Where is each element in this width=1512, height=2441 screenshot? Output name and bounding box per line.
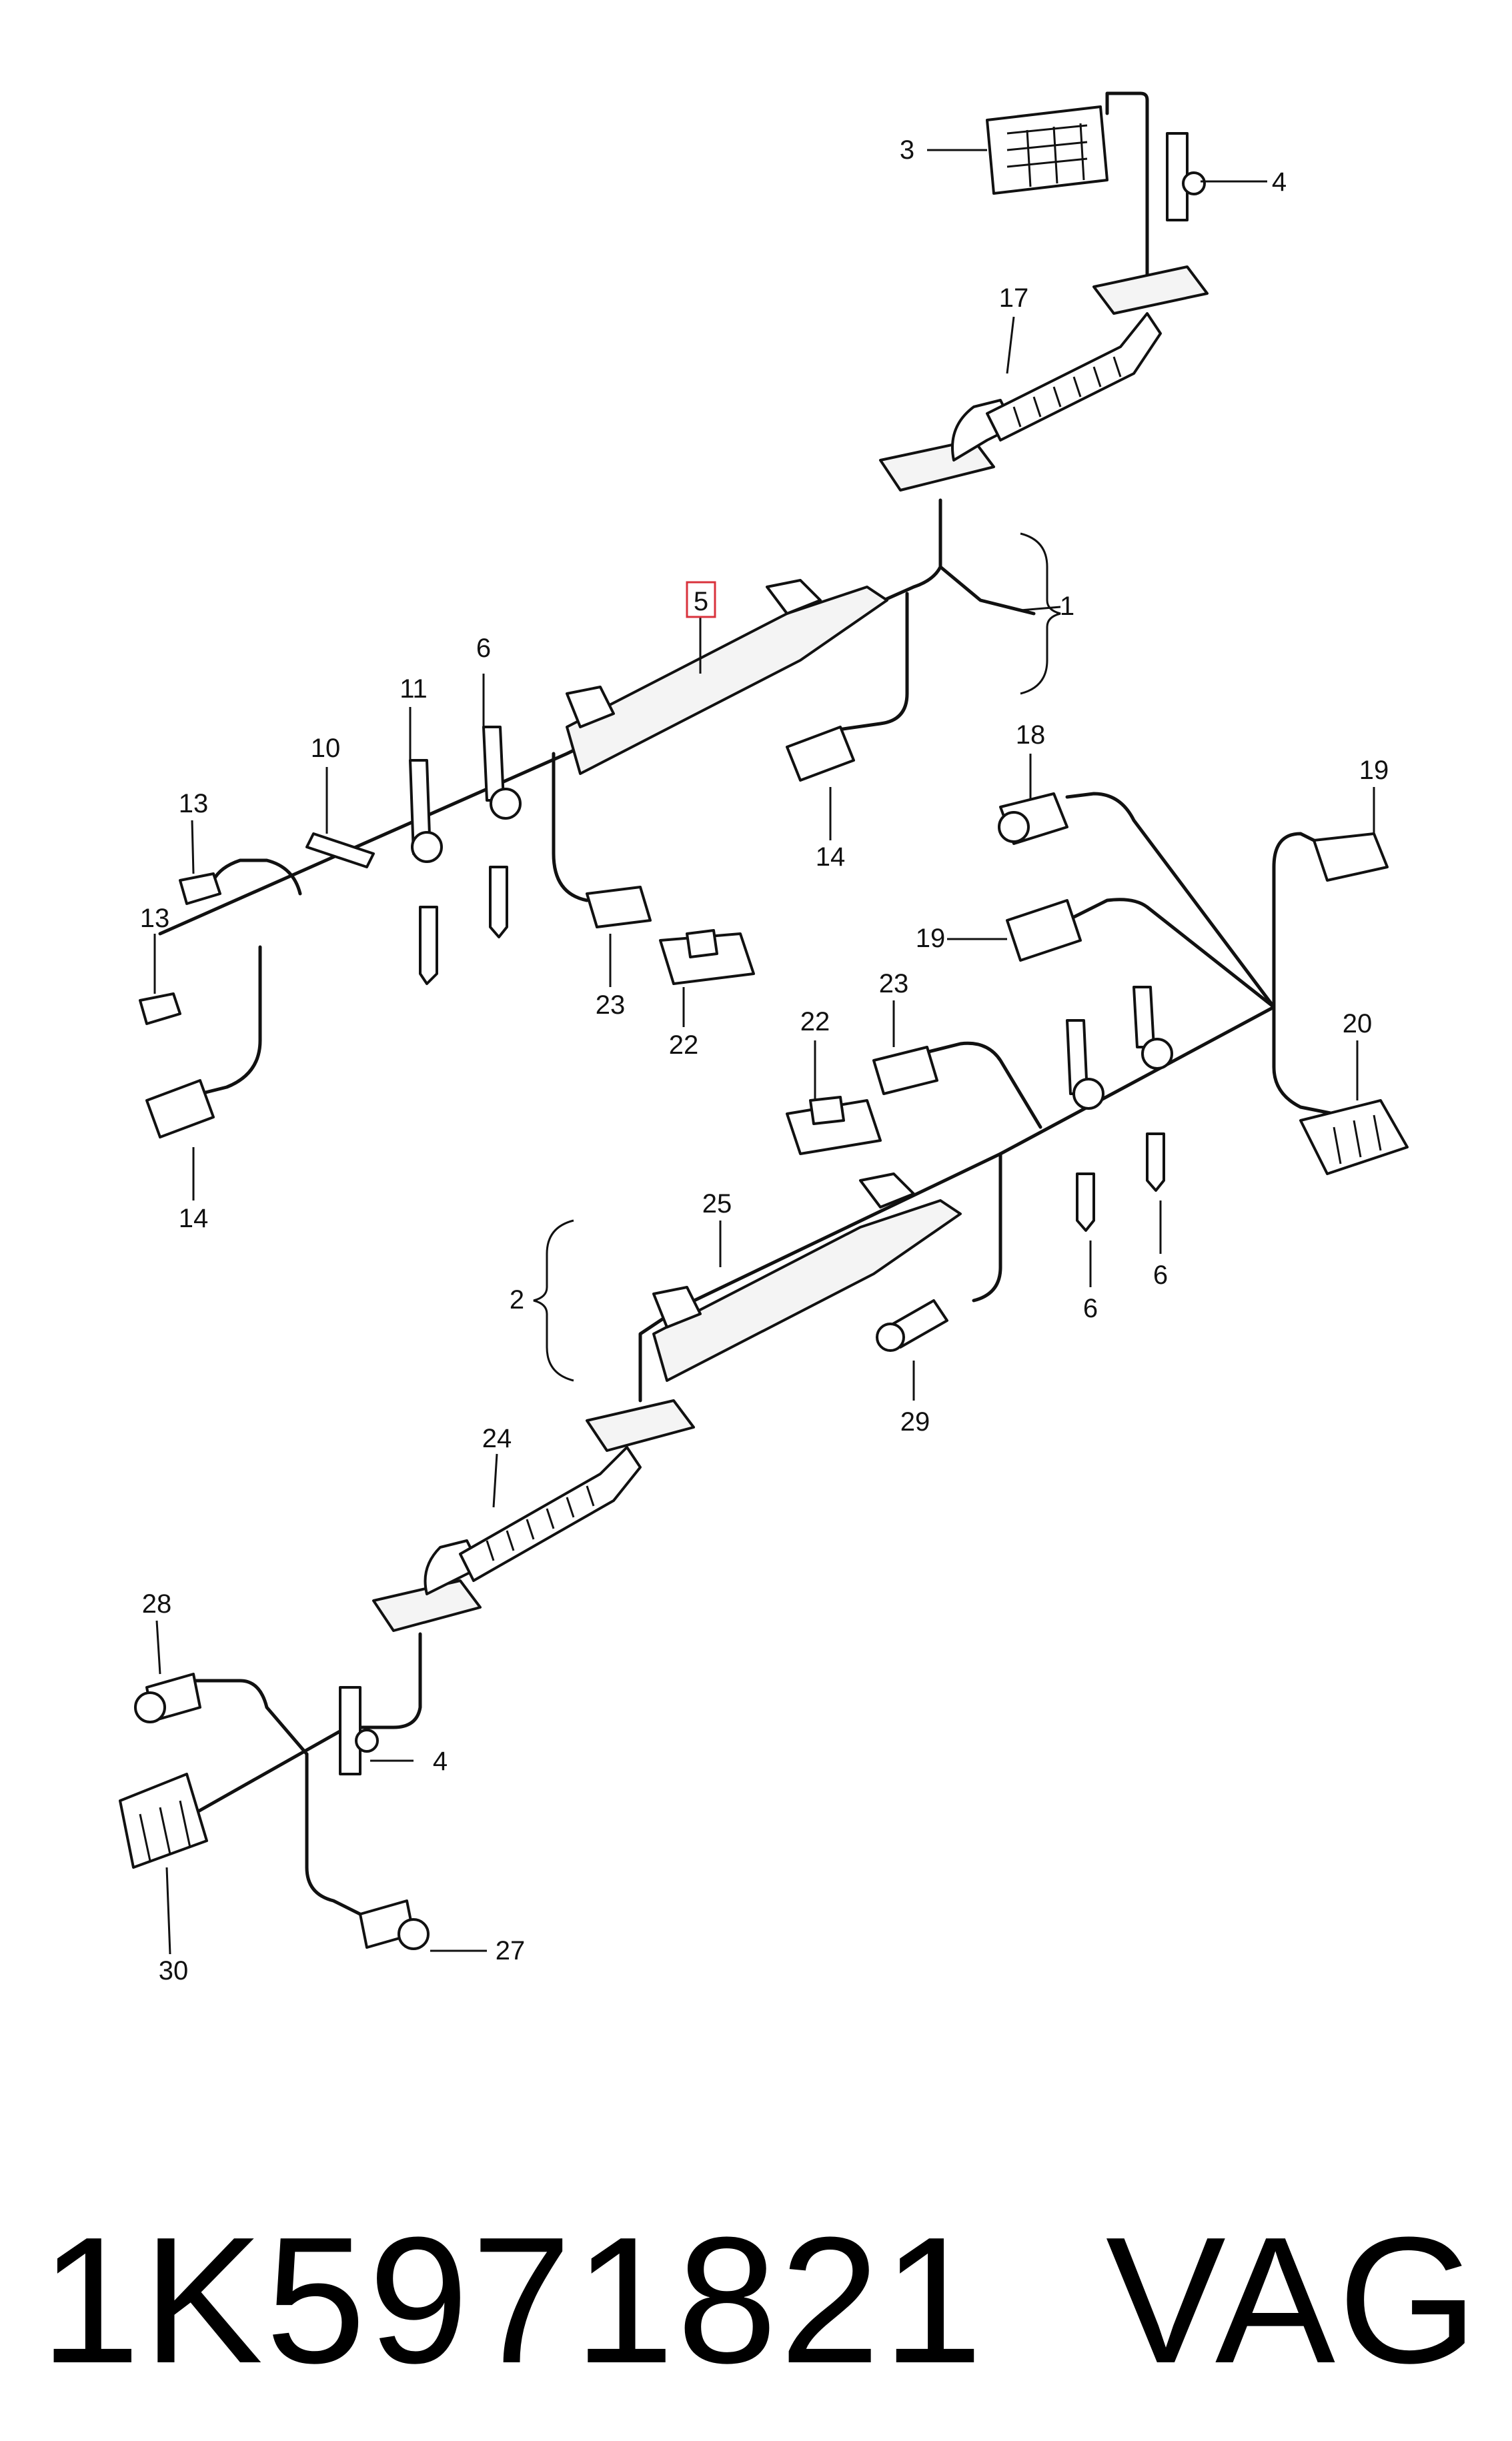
connector-19-right (1313, 832, 1389, 882)
callout-labels: 3 4 17 5 1 6 11 10 13 13 14 14 23 22 18 … (140, 135, 1389, 1985)
callout-10: 10 (311, 734, 341, 763)
cable-tie-6-upper (482, 726, 522, 938)
callout-28: 28 (142, 1589, 172, 1619)
callout-13-top: 13 (179, 789, 209, 818)
wiring-harness-diagram: 3 4 17 5 1 6 11 10 13 13 14 14 23 22 18 … (119, 91, 1409, 1985)
callout-5: 5 (694, 587, 708, 616)
callout-23-upper: 23 (596, 990, 626, 1020)
connector-23-upper (586, 886, 652, 928)
callout-27: 27 (496, 1936, 526, 1965)
lower-trunk-to-30 (191, 1632, 422, 1816)
callout-13-bottom: 13 (140, 904, 170, 933)
footer: 1K5971821 VAG (40, 2201, 1481, 2401)
lower-branch-18 (1065, 792, 1276, 1009)
bracket-1 (1020, 532, 1061, 695)
callout-14-left: 14 (179, 1204, 209, 1233)
connector-19-left (1006, 899, 1082, 962)
callout-17: 17 (999, 283, 1029, 313)
callout-6-lower-right: 6 (1153, 1261, 1168, 1290)
cable-tie-11 (409, 759, 443, 985)
clip-4-upper (1166, 132, 1206, 221)
connector-18 (998, 792, 1068, 845)
callout-3: 3 (900, 135, 914, 165)
callout-19-left: 19 (916, 924, 946, 953)
brand-label: VAG (1105, 2200, 1481, 2401)
lower-branch-28 (191, 1679, 309, 1756)
upper-branch-14 (832, 592, 909, 732)
lower-branch-20 (1272, 1005, 1336, 1116)
switch-22-lower (786, 1096, 882, 1155)
connector-14-upper (786, 726, 855, 782)
callout-4-upper: 4 (1272, 167, 1287, 197)
callout-6-lower-left: 6 (1083, 1294, 1098, 1323)
trim-strip-5 (566, 579, 888, 775)
callout-6-upper: 6 (476, 634, 491, 663)
connector-30 (119, 1773, 208, 1869)
callout-1: 1 (1060, 592, 1074, 621)
lower-harness (119, 792, 1409, 1950)
callout-11: 11 (400, 674, 428, 704)
callout-23-lower: 23 (879, 969, 909, 998)
callout-20: 20 (1343, 1009, 1373, 1038)
part-number: 1K5971821 (40, 2200, 986, 2401)
connector-28 (134, 1673, 201, 1723)
grommet-lower (372, 1399, 695, 1632)
grommet-upper (879, 265, 1209, 492)
clip-4-lower (339, 1686, 379, 1775)
callout-30: 30 (159, 1956, 189, 1985)
callout-22-lower: 22 (800, 1007, 830, 1036)
lower-branch-27 (305, 1752, 375, 1923)
lower-branch-29 (972, 1152, 1002, 1303)
connector-20 (1299, 1099, 1409, 1175)
upper-branch-left-down (198, 945, 262, 1096)
plug-29 (876, 1299, 948, 1352)
upper-wire-to-connector-3 (1105, 91, 1149, 282)
connector-3 (986, 105, 1108, 195)
connector-27 (359, 1899, 430, 1950)
callout-14-upper: 14 (816, 842, 846, 872)
connector-23-lower (872, 1046, 938, 1095)
highlight-box-callout-5 (686, 581, 716, 618)
callout-4-lower: 4 (433, 1747, 448, 1776)
connector-14-left (145, 1079, 215, 1138)
callout-2: 2 (510, 1285, 524, 1315)
callout-24: 24 (482, 1424, 512, 1453)
upper-branch-left-top (211, 858, 302, 896)
lower-branch-19a (1072, 898, 1276, 1009)
trim-strip-25 (652, 1172, 962, 1382)
upper-harness (139, 91, 1209, 1138)
cable-tie-6-lower-right (1132, 986, 1173, 1192)
callout-19-right: 19 (1359, 756, 1389, 785)
callout-29: 29 (900, 1407, 930, 1437)
upper-branch-23 (552, 752, 589, 902)
upper-branch-right (938, 565, 1036, 616)
callout-22-upper: 22 (669, 1030, 699, 1060)
callout-18: 18 (1016, 720, 1046, 750)
cable-tie-6-lower-left (1066, 1019, 1104, 1232)
callout-25: 25 (702, 1189, 732, 1218)
strip-10 (305, 832, 375, 868)
switch-22-upper (659, 929, 755, 985)
connector-13-bottom (139, 992, 181, 1025)
connector-13-top (179, 872, 221, 905)
leader-lines (153, 149, 1375, 1955)
lower-branch-19b (1272, 832, 1329, 1009)
lower-branch-23 (918, 1041, 1042, 1129)
bracket-2 (533, 1219, 574, 1382)
